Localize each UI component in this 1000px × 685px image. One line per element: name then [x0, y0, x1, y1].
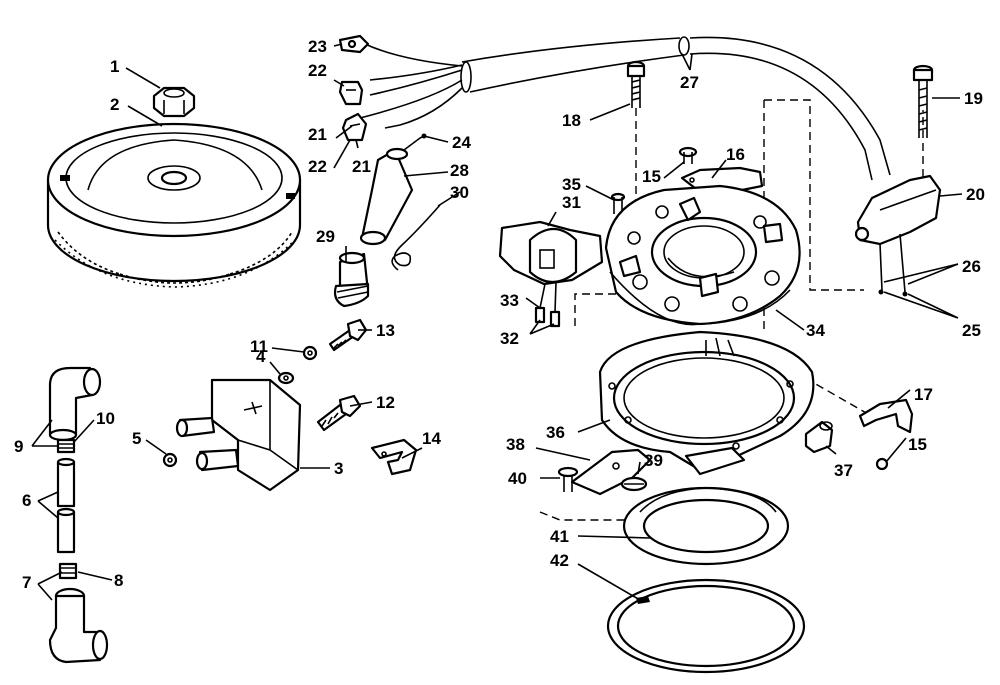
callout-3: 3 [334, 459, 343, 478]
sleeve-28 [359, 133, 427, 246]
callout-2: 2 [110, 95, 119, 114]
connector-22-upper [338, 80, 364, 106]
callout-7: 7 [22, 573, 31, 592]
clip-14 [370, 438, 418, 476]
callout-21-right: 21 [352, 157, 371, 176]
callout-22-lower: 22 [308, 157, 327, 176]
tube-lower [56, 507, 76, 554]
ring-42 [606, 578, 806, 674]
callout-8: 8 [114, 571, 123, 590]
spring-8 [58, 562, 78, 580]
elbow-lower [48, 587, 109, 664]
screw-35 [610, 192, 626, 214]
ignition-coil [175, 378, 302, 492]
retainer-ring-41 [622, 486, 790, 566]
callout-41: 41 [550, 527, 569, 546]
callout-31: 31 [562, 193, 581, 212]
callout-5: 5 [132, 429, 141, 448]
bracket-38 [570, 448, 652, 496]
wire-harness [359, 36, 891, 181]
screw-12 [316, 394, 362, 432]
screw-19 [912, 64, 934, 138]
callout-24: 24 [452, 133, 471, 152]
stator-plate-34 [604, 184, 801, 326]
sensor-20 [854, 174, 942, 297]
callout-22-upper: 22 [308, 61, 327, 80]
callout-34: 34 [806, 321, 825, 340]
terminal-23 [338, 34, 370, 54]
callout-19: 19 [964, 89, 983, 108]
callout-29: 29 [316, 227, 335, 246]
flywheel [46, 122, 302, 288]
callout-21-left: 21 [308, 125, 327, 144]
callout-20: 20 [966, 185, 985, 204]
callout-30: 30 [450, 183, 469, 202]
screw-13 [328, 318, 368, 352]
flywheel-nut [152, 86, 196, 118]
callout-13: 13 [376, 321, 395, 340]
callout-12: 12 [376, 393, 395, 412]
lockwasher-11 [302, 345, 318, 361]
callout-11: 11 [250, 337, 268, 356]
callout-27: 27 [680, 73, 699, 92]
elbow-upper [48, 366, 102, 442]
callout-40: 40 [508, 469, 527, 488]
spring-10 [56, 438, 76, 454]
callout-labels: 1 2 3 4 5 6 7 8 9 10 11 12 13 14 15 15 1… [14, 37, 985, 592]
callout-15-lower: 15 [908, 435, 927, 454]
callout-32: 32 [500, 329, 519, 348]
link-37 [804, 420, 834, 454]
callout-36: 36 [546, 423, 565, 442]
lockwasher-5 [162, 452, 178, 468]
clip-17 [858, 398, 914, 434]
wire-30 [391, 204, 441, 271]
boot-29 [333, 251, 370, 308]
callout-9: 9 [14, 437, 23, 456]
callout-1: 1 [110, 57, 119, 76]
callout-23: 23 [308, 37, 327, 56]
callout-6: 6 [22, 491, 31, 510]
callout-18: 18 [562, 111, 581, 130]
washer-4 [277, 371, 295, 385]
charge-coil-31 [498, 220, 604, 328]
screw-39 [620, 476, 648, 492]
tube-upper [56, 457, 76, 508]
callout-39: 39 [644, 451, 663, 470]
callout-26: 26 [962, 257, 981, 276]
callout-16: 16 [726, 145, 745, 164]
callout-33: 33 [500, 291, 519, 310]
callout-42: 42 [550, 551, 569, 570]
screw-15-upper [678, 146, 698, 164]
leader-lines [31, 43, 963, 601]
callout-15-upper: 15 [642, 167, 661, 186]
screw-18 [626, 60, 646, 108]
callout-14: 14 [422, 429, 441, 448]
screw-15-lower [875, 457, 889, 471]
callout-28: 28 [450, 161, 469, 180]
callout-17: 17 [914, 385, 933, 404]
retainer-plate-36 [598, 330, 815, 476]
callout-25: 25 [962, 321, 981, 340]
screw-40 [557, 466, 579, 492]
callout-38: 38 [506, 435, 525, 454]
callout-35: 35 [562, 175, 581, 194]
callout-4: 4 [256, 347, 266, 366]
callout-10: 10 [96, 409, 115, 428]
callout-37: 37 [834, 461, 853, 480]
